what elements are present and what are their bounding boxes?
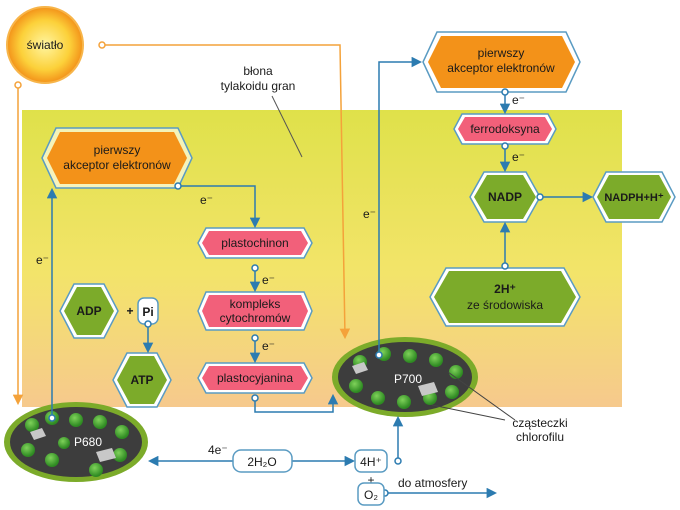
photosystem-p700	[332, 337, 478, 417]
water-box	[232, 449, 293, 473]
sun-label: światło	[27, 38, 64, 52]
nadp-box	[469, 171, 541, 223]
cytochrome-line2: cytochromów	[220, 311, 291, 325]
electron-label-6: e⁻	[512, 93, 525, 107]
photosystem-p680	[4, 402, 148, 482]
adp-label: ADP	[76, 304, 101, 318]
acceptor-right-box	[422, 31, 581, 93]
ferredoxin-label: ferrodoksyna	[470, 122, 540, 136]
acceptor-right-line1: pierwszy	[478, 46, 525, 60]
arrow-plastocyanin-to-p700	[254, 393, 339, 413]
nadph-label: NADPH+H⁺	[604, 192, 663, 204]
cytochrome-complex-box	[197, 291, 313, 331]
chlorophyll-line2: chlorofilu	[516, 430, 564, 444]
chlorophyll-pointer-2	[431, 404, 506, 421]
electron-label-3: e⁻	[262, 339, 275, 353]
light-ray-right	[98, 41, 351, 340]
chlorophyll-pointer-1	[447, 371, 516, 421]
p680-label: P680	[74, 435, 102, 449]
membrane-pointer-line	[271, 95, 303, 158]
pi-label: Pi	[142, 305, 153, 319]
arrow-acceptor-to-plastoquinone	[178, 185, 261, 229]
h2-environment-line2: ze środowiska	[467, 298, 543, 312]
plus-sign: +	[126, 304, 133, 318]
ferredoxin-box	[453, 113, 557, 145]
electron-label-7: e⁻	[512, 150, 525, 164]
acceptor-left-line1: pierwszy	[94, 143, 141, 157]
electron-label-1: e⁻	[200, 193, 213, 207]
sun-icon	[6, 6, 84, 84]
atp-box	[112, 352, 172, 408]
connector-dots	[144, 88, 544, 497]
water-label: 2H₂O	[247, 455, 276, 469]
atmosphere-label: do atmosfery	[398, 476, 467, 490]
oxygen-box	[357, 482, 385, 506]
electron-label-4: e⁻	[36, 253, 49, 267]
four-electrons-label: 4e⁻	[208, 443, 228, 457]
membrane-label-line1: błona	[243, 64, 273, 78]
electron-label-2: e⁻	[262, 273, 275, 287]
protons-label: 4H⁺	[360, 455, 382, 469]
adp-box	[59, 283, 119, 339]
plastocyanin-label: plastocyjanina	[217, 371, 293, 385]
plus-sign-2: +	[367, 473, 374, 487]
arrow-p700-to-acceptor	[378, 56, 423, 352]
plastoquinone-label: plastochinon	[221, 236, 288, 250]
acceptor-left-box	[41, 127, 193, 189]
protons-box	[354, 449, 388, 473]
cytochrome-line1: kompleks	[230, 297, 281, 311]
plastoquinone-box	[197, 227, 313, 259]
p700-label: P700	[394, 372, 422, 386]
acceptor-left-line2: akceptor elektronów	[63, 158, 171, 172]
oxygen-label: O₂	[364, 488, 378, 502]
nadp-label: NADP	[488, 190, 522, 204]
membrane-label-line2: tylakoidu gran	[221, 79, 296, 93]
h2-environment-line1: 2H⁺	[494, 282, 516, 296]
light-ray-left	[12, 81, 24, 406]
acceptor-right-line2: akceptor elektronów	[447, 61, 555, 75]
chlorophyll-line1: cząsteczki	[512, 416, 567, 430]
atp-label: ATP	[130, 373, 153, 387]
h2-environment-box	[429, 267, 581, 327]
electron-label-5: e⁻	[363, 207, 376, 221]
plastocyanin-box	[197, 362, 313, 394]
nadph-box	[592, 171, 676, 223]
